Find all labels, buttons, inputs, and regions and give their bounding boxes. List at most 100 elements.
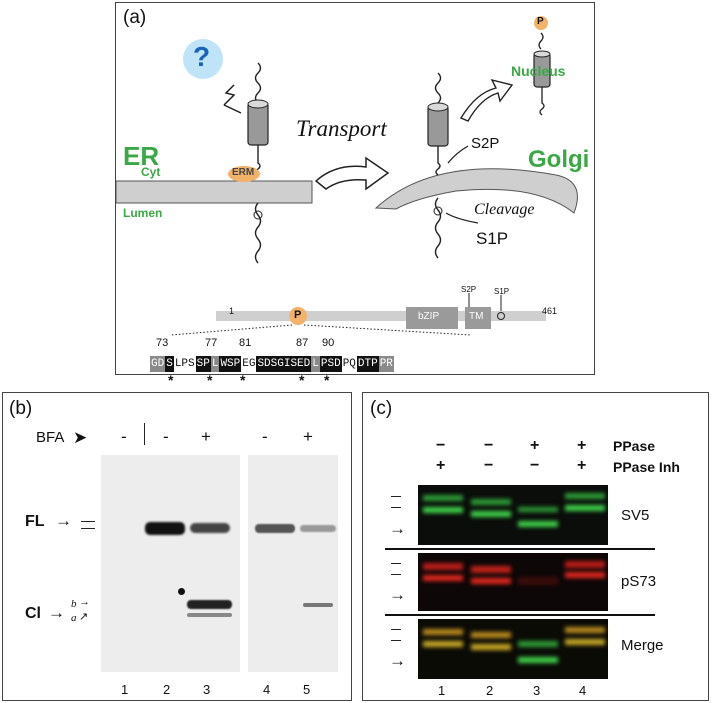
panel-c: (c) − − + + PPase + − − + PPase Inh <box>362 392 709 701</box>
sequence-strip: GD S LPS SP L WSP EG SDSGISED L PSD PQ D… <box>150 356 394 372</box>
ps73-blot <box>418 553 608 611</box>
seq-seg: EG <box>241 356 257 372</box>
bzip-label: bZIP <box>418 311 440 322</box>
phospho-star-77: * <box>207 372 213 388</box>
seq-seg: PSD <box>319 356 342 372</box>
nuclear-cylinder-top <box>533 50 551 58</box>
lane-4: 4 <box>579 683 587 698</box>
question-mark: ? <box>193 41 211 72</box>
ps73-band <box>565 572 605 578</box>
s1p-label: S1P <box>476 229 509 248</box>
residue-87: 87 <box>296 337 309 349</box>
nucleus-arrow <box>459 78 514 122</box>
panel-b: (b) BFA ➤ - - + - + FL → Cl → b a → ↗ 1 … <box>2 392 352 701</box>
golgi-cylinder-top <box>427 102 449 112</box>
lane-2: 2 <box>163 682 171 697</box>
golgi-protein-tail-bottom <box>434 197 442 259</box>
lumen-label: Lumen <box>123 206 163 220</box>
sv5-arrow-icon: → <box>389 519 406 538</box>
er-protein-cylinder <box>247 102 269 146</box>
signal-arrow <box>223 104 242 114</box>
cl-b-arrow-icon: → <box>79 596 90 608</box>
seq-seg: DTP <box>356 356 379 372</box>
sv5-band <box>423 495 463 501</box>
bfa-divider <box>144 423 145 445</box>
cl-band-a-lane3 <box>187 613 232 617</box>
sv5-band <box>518 521 558 527</box>
inh-state-4: + <box>577 457 587 474</box>
bfa-state-2: - <box>163 427 169 446</box>
merge-blot <box>418 619 608 679</box>
bfa-state-1: - <box>121 427 127 446</box>
nucleus-label: Nucleus <box>511 63 566 79</box>
golgi-protein-tail-top <box>434 72 442 104</box>
seq-seg: PQ <box>341 356 357 372</box>
ps73-band <box>565 561 605 568</box>
sv5-bands-icon <box>391 496 401 508</box>
seq-seg: S <box>165 356 174 372</box>
merge-arrow-icon: → <box>389 651 406 670</box>
ppase-label: PPase <box>613 438 656 454</box>
golgi-protein-cylinder <box>427 105 449 147</box>
ps73-band <box>518 577 558 585</box>
cl-band-b-lane3 <box>187 600 232 609</box>
row-label-ps73: pS73 <box>621 573 657 590</box>
cl-a-arrow-icon: ↗ <box>79 611 89 623</box>
transport-arrow <box>314 156 390 191</box>
cl-a-label: a <box>71 612 77 624</box>
lane-1: 1 <box>121 682 129 697</box>
s1p-site-mark <box>497 312 505 320</box>
fl-arrow-icon: → <box>55 511 72 530</box>
er-membrane <box>116 180 313 204</box>
residue-81: 81 <box>239 337 252 349</box>
seq-seg: WSP <box>219 356 242 372</box>
domain-end: 461 <box>542 306 558 316</box>
erm-blob <box>228 166 260 182</box>
bfa-state-4: - <box>262 427 268 446</box>
blot-right <box>248 455 338 672</box>
row-label-sv5: SV5 <box>621 507 650 524</box>
seq-seg: GD <box>150 356 166 372</box>
nuclear-p-dot <box>534 16 548 30</box>
er-protein-tail-bottom <box>254 202 262 264</box>
lightning-icon <box>223 84 236 106</box>
golgi-label: Golgi <box>528 146 590 173</box>
merge-band <box>471 632 511 638</box>
cl-label: Cl <box>25 605 41 622</box>
merge-band <box>565 639 605 645</box>
residue-77: 77 <box>205 337 218 349</box>
phospho-star-87: * <box>299 372 305 388</box>
bfa-state-5: + <box>303 427 313 446</box>
ppase-state-3: + <box>530 437 540 454</box>
phospho-star-73: * <box>168 372 174 388</box>
seq-seg: SDSGISED <box>256 356 312 372</box>
tm-label: TM <box>469 311 484 322</box>
fl-band-lane2 <box>145 522 185 535</box>
ppase-state-4: + <box>577 437 587 454</box>
s2p-label: S2P <box>471 135 500 152</box>
seq-seg: L <box>311 356 320 372</box>
merge-band <box>471 644 511 650</box>
merge-band <box>423 629 463 635</box>
cyt-label: Cyt <box>141 165 161 179</box>
ps73-band <box>471 566 511 573</box>
inh-state-1: + <box>436 457 446 474</box>
domain-start: 1 <box>229 306 235 316</box>
bfa-arrow-icon: ➤ <box>73 428 88 447</box>
erm-label: ERM <box>232 167 255 178</box>
sv5-blot <box>418 485 608 545</box>
row-label-merge: Merge <box>621 637 664 654</box>
fl-band-lane4 <box>255 524 295 533</box>
ps73-band <box>423 563 463 570</box>
merge-band <box>565 627 605 633</box>
residue-73: 73 <box>156 337 169 349</box>
panel-a-label: (a) <box>123 7 147 28</box>
domain-p-label: P <box>294 309 302 321</box>
inh-state-3: − <box>530 457 540 474</box>
panel-c-label: (c) <box>370 398 393 419</box>
sv5-band <box>565 505 605 511</box>
ps73-band <box>423 575 463 581</box>
domain-s1p-label: S1P <box>494 287 510 296</box>
ppase-state-1: − <box>436 437 446 454</box>
bzip-box <box>406 307 458 329</box>
